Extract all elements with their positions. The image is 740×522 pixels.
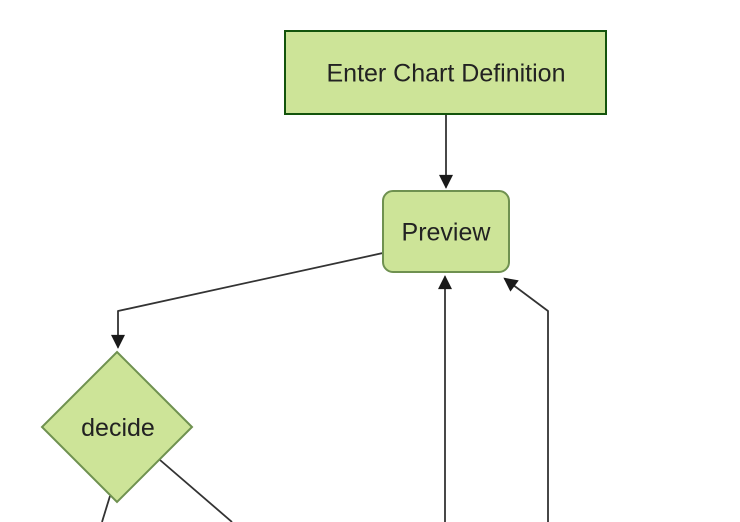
edge-preview-to-decide <box>111 252 384 349</box>
edge-decide-to-offscreen-bottom-left <box>101 495 111 522</box>
node-decide: decide <box>40 350 194 504</box>
node-enter-chart-definition: Enter Chart Definition <box>284 30 607 115</box>
preview-label: Preview <box>402 219 492 247</box>
decide-diamond <box>40 350 194 504</box>
decide-label: decide <box>81 414 155 442</box>
edge-offscreen-bottom-right-to-preview <box>503 277 549 522</box>
enter-chart-definition-box <box>284 30 607 115</box>
preview-box <box>382 190 510 273</box>
edge-decide-to-offscreen-bottom-right <box>159 459 233 522</box>
node-preview: Preview <box>382 190 510 273</box>
enter-chart-definition-label: Enter Chart Definition <box>326 60 565 88</box>
